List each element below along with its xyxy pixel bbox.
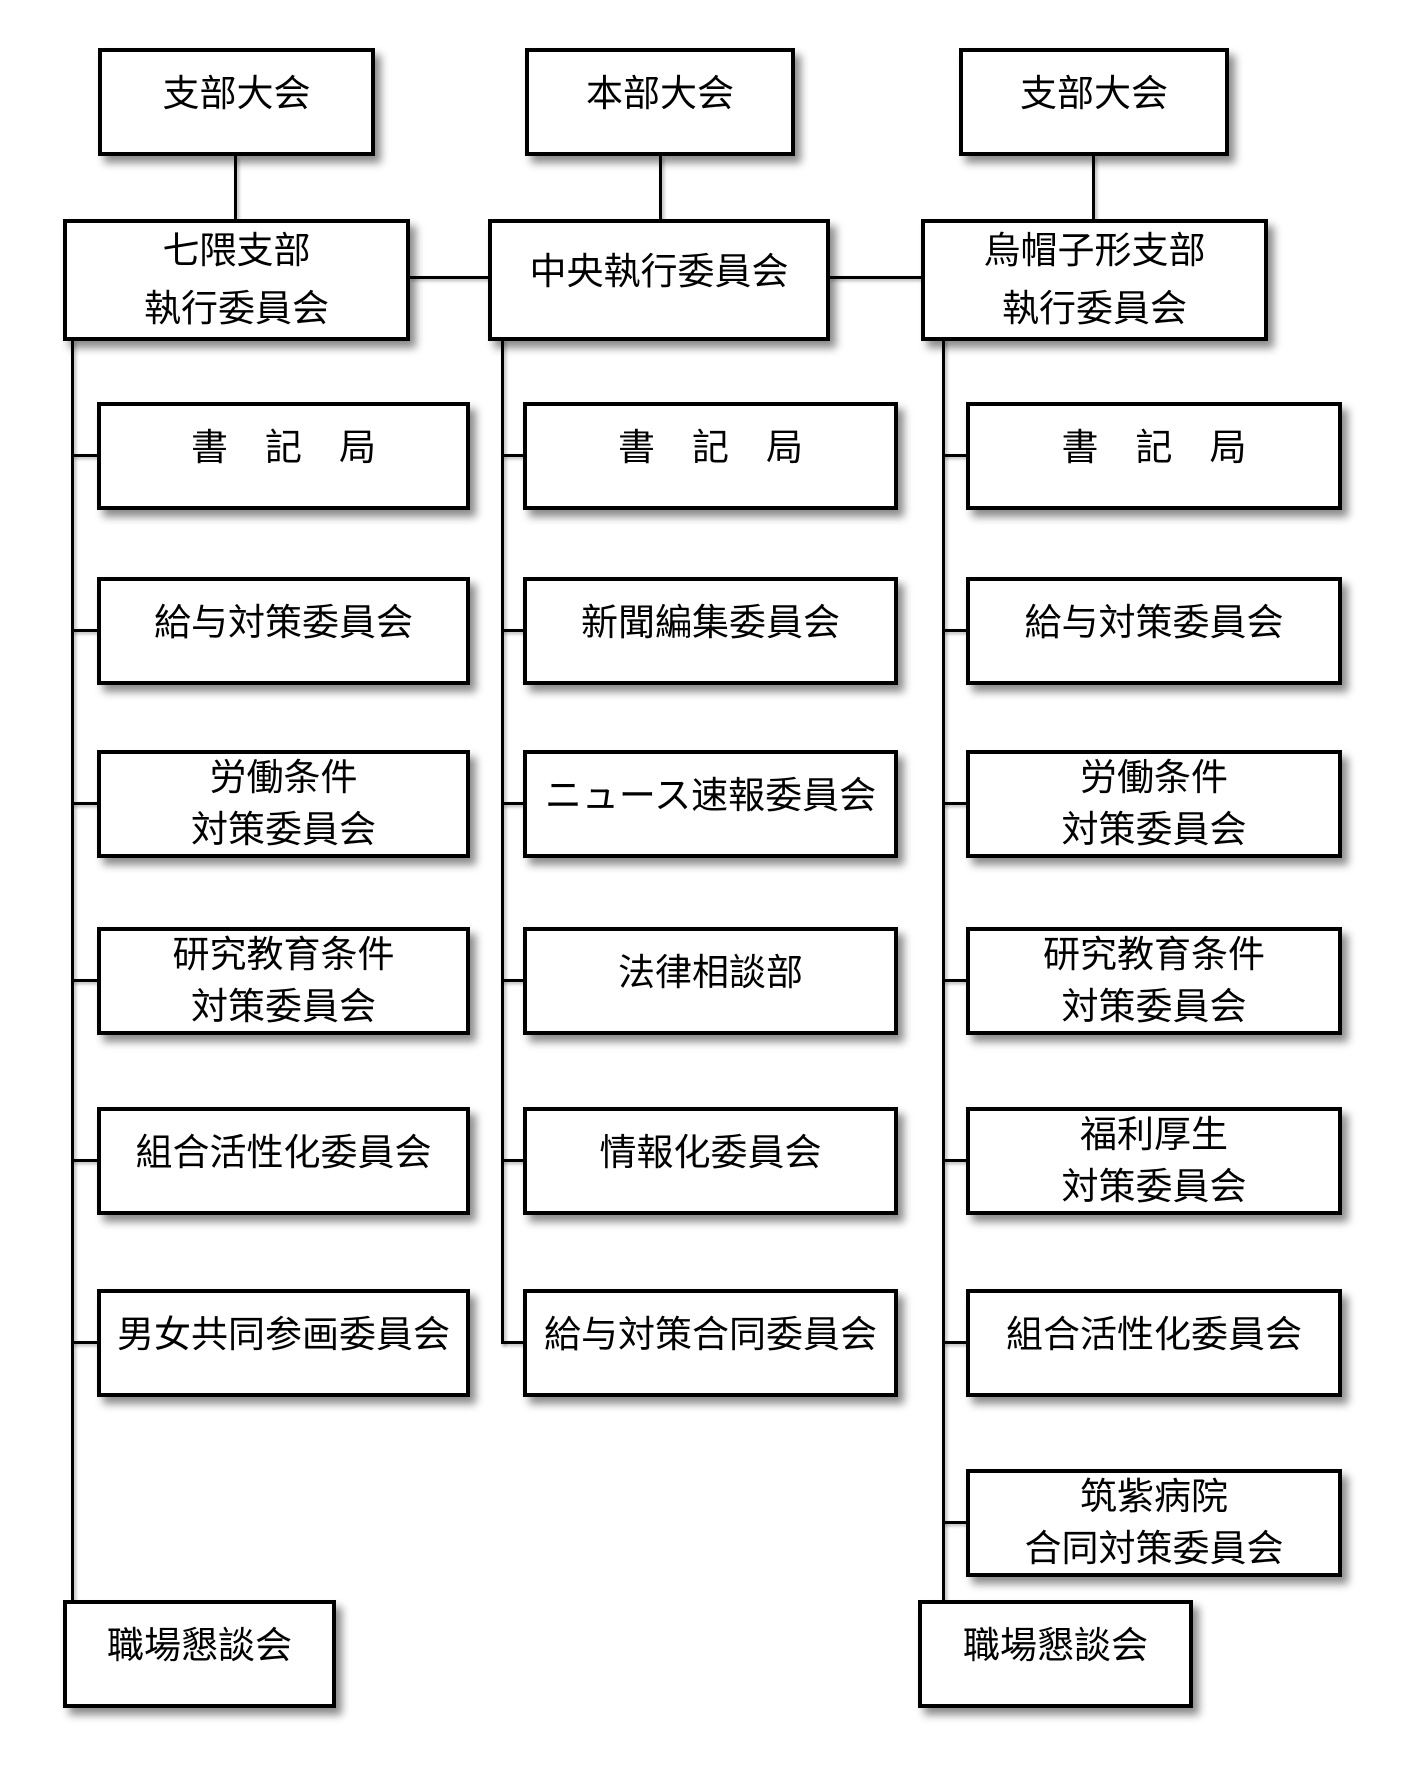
spine-left <box>71 339 74 1602</box>
hq-congress-label: 本部大会 <box>586 72 734 115</box>
stub-left-r3 <box>71 802 99 805</box>
secretariat-right-label: 書 記 局 <box>1061 426 1247 469</box>
stub-right-r6 <box>942 1341 968 1344</box>
connector-center-right-executive <box>828 276 923 279</box>
stub-left-r2 <box>71 629 99 632</box>
workplace-meeting-right-label: 職場懇談会 <box>963 1624 1148 1667</box>
welfare-committee-box: 福利厚生 対策委員会 <box>966 1107 1342 1215</box>
labor-conditions-right-box: 労働条件 対策委員会 <box>966 750 1342 858</box>
workplace-meeting-right-box: 職場懇談会 <box>918 1600 1193 1708</box>
nanakuma-executive-line2: 執行委員会 <box>144 287 329 330</box>
stub-right-r3 <box>942 802 968 805</box>
labor-conditions-left-line2: 対策委員会 <box>191 808 376 851</box>
eboshigata-executive-box: 烏帽子形支部 執行委員会 <box>921 219 1268 341</box>
research-edu-left-line1: 研究教育条件 <box>172 933 395 976</box>
secretariat-right-box: 書 記 局 <box>966 402 1342 510</box>
hq-congress-box: 本部大会 <box>525 48 795 156</box>
salary-committee-right-box: 給与対策委員会 <box>966 577 1342 685</box>
joint-salary-label: 給与対策合同委員会 <box>544 1313 877 1356</box>
research-edu-right-box: 研究教育条件 対策委員会 <box>966 927 1342 1035</box>
stub-center-r1 <box>501 454 525 457</box>
stub-right-r5 <box>942 1159 968 1162</box>
stub-center-r6 <box>501 1341 525 1344</box>
salary-committee-right-label: 給与対策委員会 <box>1024 601 1284 644</box>
connector-congress-right <box>1092 156 1095 222</box>
news-flash-box: ニュース速報委員会 <box>523 750 898 858</box>
stub-left-r1 <box>71 454 99 457</box>
legal-consultation-box: 法律相談部 <box>523 927 898 1035</box>
informatization-label: 情報化委員会 <box>599 1131 822 1174</box>
connector-congress-center <box>659 156 662 222</box>
research-edu-right-line1: 研究教育条件 <box>1043 933 1265 976</box>
union-revitalization-left-label: 組合活性化委員会 <box>135 1131 432 1174</box>
workplace-meeting-left-label: 職場懇談会 <box>107 1624 292 1667</box>
connector-congress-left <box>234 156 237 222</box>
spine-right <box>942 339 945 1602</box>
newspaper-editing-box: 新聞編集委員会 <box>523 577 898 685</box>
informatization-box: 情報化委員会 <box>523 1107 898 1215</box>
eboshigata-executive-line2: 執行委員会 <box>1002 287 1187 330</box>
stub-right-r2 <box>942 629 968 632</box>
secretariat-center-label: 書 記 局 <box>618 426 803 469</box>
branch-congress-left-box: 支部大会 <box>98 48 375 156</box>
secretariat-left-box: 書 記 局 <box>97 402 470 510</box>
central-executive-box: 中央執行委員会 <box>488 219 830 341</box>
labor-conditions-left-line1: 労働条件 <box>209 756 358 799</box>
labor-conditions-right-line1: 労働条件 <box>1080 756 1228 799</box>
stub-right-r1 <box>942 454 968 457</box>
labor-conditions-right-line2: 対策委員会 <box>1061 808 1247 851</box>
research-edu-left-box: 研究教育条件 対策委員会 <box>97 927 470 1035</box>
stub-center-r2 <box>501 629 525 632</box>
welfare-committee-line1: 福利厚生 <box>1080 1113 1228 1156</box>
nanakuma-executive-box: 七隈支部 執行委員会 <box>63 219 410 341</box>
stub-left-r4 <box>71 979 99 982</box>
stub-left-r6 <box>71 1341 99 1344</box>
news-flash-label: ニュース速報委員会 <box>544 774 877 817</box>
secretariat-center-box: 書 記 局 <box>523 402 898 510</box>
central-executive-label: 中央執行委員会 <box>529 250 789 293</box>
gender-equality-label: 男女共同参画委員会 <box>117 1313 450 1356</box>
salary-committee-left-box: 給与対策委員会 <box>97 577 470 685</box>
chikushi-hospital-box: 筑紫病院 合同対策委員会 <box>966 1469 1342 1577</box>
connector-left-center-executive <box>408 276 490 279</box>
stub-right-r4 <box>942 979 968 982</box>
nanakuma-executive-line1: 七隈支部 <box>162 229 311 272</box>
labor-conditions-left-box: 労働条件 対策委員会 <box>97 750 470 858</box>
joint-salary-box: 給与対策合同委員会 <box>523 1289 898 1397</box>
branch-congress-right-box: 支部大会 <box>959 48 1229 156</box>
spine-center <box>501 339 504 1344</box>
chikushi-hospital-line1: 筑紫病院 <box>1080 1475 1228 1518</box>
research-edu-left-line2: 対策委員会 <box>191 985 376 1028</box>
legal-consultation-label: 法律相談部 <box>618 951 803 994</box>
branch-congress-right-label: 支部大会 <box>1020 72 1168 115</box>
research-edu-right-line2: 対策委員会 <box>1061 985 1247 1028</box>
chikushi-hospital-line2: 合同対策委員会 <box>1024 1527 1284 1570</box>
gender-equality-box: 男女共同参画委員会 <box>97 1289 470 1397</box>
eboshigata-executive-line1: 烏帽子形支部 <box>983 229 1206 272</box>
newspaper-editing-label: 新聞編集委員会 <box>581 601 840 644</box>
stub-left-r5 <box>71 1159 99 1162</box>
branch-congress-left-label: 支部大会 <box>162 72 311 115</box>
stub-center-r5 <box>501 1159 525 1162</box>
workplace-meeting-left-box: 職場懇談会 <box>63 1600 336 1708</box>
stub-right-r7 <box>942 1521 968 1524</box>
union-revitalization-right-box: 組合活性化委員会 <box>966 1289 1342 1397</box>
stub-center-r4 <box>501 979 525 982</box>
welfare-committee-line2: 対策委員会 <box>1061 1165 1247 1208</box>
union-revitalization-right-label: 組合活性化委員会 <box>1006 1313 1302 1356</box>
union-revitalization-left-box: 組合活性化委員会 <box>97 1107 470 1215</box>
secretariat-left-label: 書 記 局 <box>191 426 376 469</box>
salary-committee-left-label: 給与対策委員会 <box>154 601 413 644</box>
stub-center-r3 <box>501 802 525 805</box>
